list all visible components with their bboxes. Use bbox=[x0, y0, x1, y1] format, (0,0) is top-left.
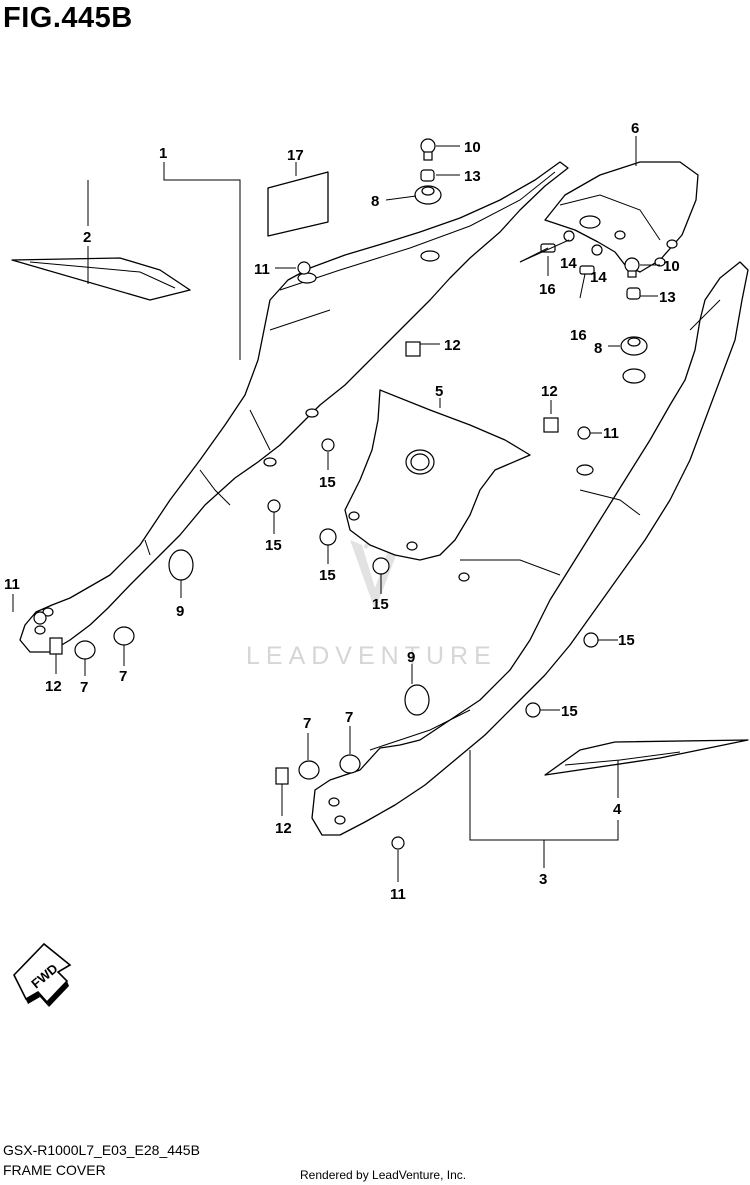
diagram-code: GSX-R1000L7_E03_E28_445B bbox=[3, 1142, 200, 1158]
callout-7: 7 bbox=[119, 668, 127, 685]
callout-14: 14 bbox=[590, 269, 607, 286]
figure-title: FIG.445B bbox=[3, 2, 133, 34]
callout-10: 10 bbox=[663, 258, 680, 275]
leader-lines bbox=[12, 136, 660, 882]
callout-11: 11 bbox=[4, 576, 20, 593]
callout-14: 14 bbox=[560, 255, 577, 272]
label-17 bbox=[267, 171, 329, 237]
callout-12: 12 bbox=[45, 678, 62, 695]
callout-15: 15 bbox=[319, 474, 336, 491]
callout-16: 16 bbox=[539, 281, 556, 298]
callout-13: 13 bbox=[464, 168, 481, 185]
callout-16: 16 bbox=[570, 327, 587, 344]
seat-tail-cover bbox=[544, 161, 699, 273]
callout-1: 1 bbox=[159, 145, 167, 162]
callout-4: 4 bbox=[613, 801, 622, 818]
right-frame-cover bbox=[311, 261, 749, 836]
callout-9: 9 bbox=[407, 649, 415, 666]
diagram-name: FRAME COVER bbox=[3, 1162, 106, 1178]
callout-12: 12 bbox=[275, 820, 292, 837]
callout-6: 6 bbox=[631, 120, 639, 137]
left-frame-cover bbox=[19, 161, 569, 653]
callout-13: 13 bbox=[659, 289, 676, 306]
callout-12: 12 bbox=[541, 383, 558, 400]
callout-15: 15 bbox=[265, 537, 282, 554]
callout-labels: 1 2 17 11 10 13 8 6 14 14 16 16 10 13 8 … bbox=[4, 120, 680, 903]
left-emblem-decal bbox=[11, 257, 191, 301]
callout-11: 11 bbox=[603, 425, 619, 442]
callout-3: 3 bbox=[539, 871, 547, 888]
fwd-arrow-icon: FWD bbox=[13, 942, 72, 1007]
callout-11: 11 bbox=[390, 886, 406, 903]
callout-7: 7 bbox=[80, 679, 88, 696]
callout-15: 15 bbox=[372, 596, 389, 613]
callout-2: 2 bbox=[83, 229, 91, 246]
rendered-by-credit: Rendered by LeadVenture, Inc. bbox=[300, 1168, 467, 1182]
right-emblem-decal bbox=[544, 739, 749, 776]
callout-11: 11 bbox=[254, 261, 270, 278]
callout-8: 8 bbox=[594, 340, 602, 357]
watermark-text: LEADVENTURE bbox=[246, 642, 497, 670]
watermark: LEADVENTURE bbox=[246, 537, 497, 670]
callout-12: 12 bbox=[444, 337, 461, 354]
left-emblem-stripe bbox=[29, 261, 176, 289]
callout-15: 15 bbox=[561, 703, 578, 720]
right-emblem-stripe bbox=[564, 751, 681, 766]
callout-5: 5 bbox=[435, 383, 443, 400]
callout-17: 17 bbox=[287, 147, 304, 164]
center-cover bbox=[344, 389, 531, 561]
callout-7: 7 bbox=[345, 709, 353, 726]
callout-7: 7 bbox=[303, 715, 311, 732]
callout-15: 15 bbox=[319, 567, 336, 584]
callout-9: 9 bbox=[176, 603, 184, 620]
callout-10: 10 bbox=[464, 139, 481, 156]
hardware bbox=[33, 138, 648, 850]
callout-8: 8 bbox=[371, 193, 379, 210]
callout-15: 15 bbox=[618, 632, 635, 649]
